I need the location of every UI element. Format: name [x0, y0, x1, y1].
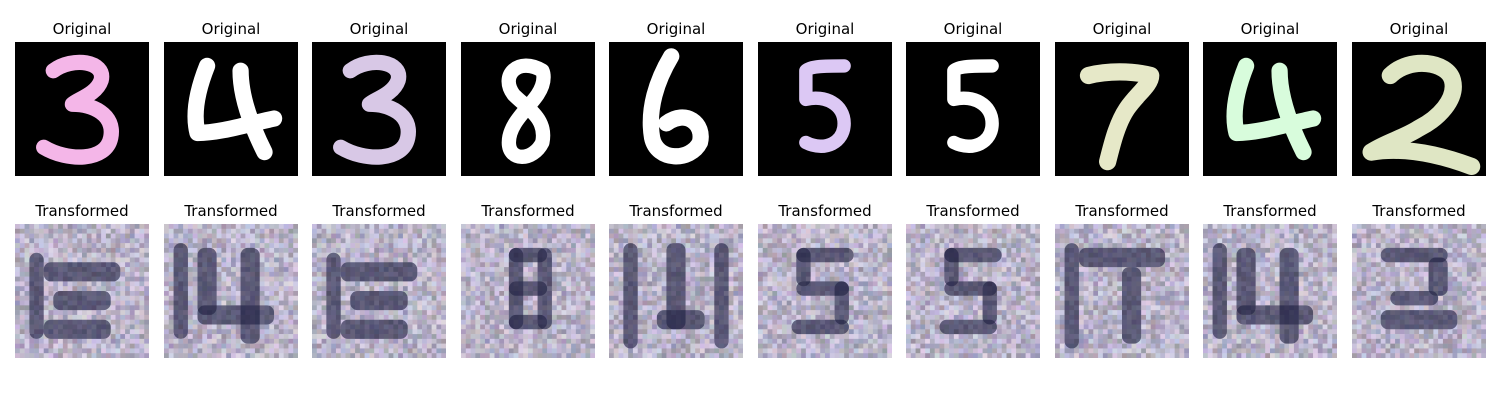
- original-image: [164, 42, 298, 176]
- original-panel-title: Original: [52, 20, 112, 38]
- transformed-image: [164, 224, 298, 358]
- original-digit-image: [906, 42, 1040, 176]
- transformed-digit-image: [15, 224, 149, 358]
- original-digit-image: [461, 42, 595, 176]
- original-panel-title: Original: [646, 20, 706, 38]
- transformed-panel-title: Transformed: [481, 202, 575, 220]
- digit-stroke: [947, 59, 999, 153]
- digit-stroke: [1362, 54, 1481, 176]
- original-panel-title: Original: [349, 20, 409, 38]
- transformed-digit-image: [1352, 224, 1486, 358]
- transformed-digit-image: [461, 224, 595, 358]
- transformed-panel-title: Transformed: [1075, 202, 1169, 220]
- transformed-image: [1352, 224, 1486, 358]
- digit-stroke: [799, 59, 851, 153]
- transformed-digit-image: [1203, 224, 1337, 358]
- transformed-panel-title: Transformed: [1223, 202, 1317, 220]
- transformed-image: [312, 224, 446, 358]
- original-digit-image: [758, 42, 892, 176]
- transformed-ghost-digit: [29, 252, 121, 339]
- transformed-digit-image: [1055, 224, 1189, 358]
- original-digit-image: [312, 42, 446, 176]
- transformed-digit-image: [164, 224, 298, 358]
- transformed-ghost-digit: [791, 247, 854, 335]
- transformed-panel-title: Transformed: [1372, 202, 1466, 220]
- transformed-ghost-digit: [326, 252, 418, 339]
- transformed-image: [1203, 224, 1337, 358]
- original-panel-title: Original: [795, 20, 855, 38]
- transformed-ghost-digit: [1380, 247, 1458, 330]
- digit-stroke: [642, 48, 709, 165]
- original-panel-title: Original: [498, 20, 558, 38]
- original-image: [1055, 42, 1189, 176]
- original-digit-image: [1352, 42, 1486, 176]
- transformed-digit-image: [609, 224, 743, 358]
- transformed-panel-title: Transformed: [778, 202, 872, 220]
- original-panel-title: Original: [943, 20, 1003, 38]
- original-image: [609, 42, 743, 176]
- original-panel-title: Original: [1389, 20, 1449, 38]
- transformed-digit-image: [906, 224, 1040, 358]
- transformed-ghost-digit: [508, 247, 552, 330]
- original-image: [312, 42, 446, 176]
- transformed-ghost-digit: [623, 243, 729, 349]
- transformed-ghost-digit: [1064, 243, 1166, 349]
- transformed-panel-title: Transformed: [629, 202, 723, 220]
- transformed-panel-title: Transformed: [184, 202, 278, 220]
- digit-stroke: [1226, 57, 1322, 161]
- original-digit-image: [164, 42, 298, 176]
- original-digit-image: [609, 42, 743, 176]
- transformed-digit-image: [312, 224, 446, 358]
- original-digit-image: [1055, 42, 1189, 176]
- transformed-image: [15, 224, 149, 358]
- digit-stroke: [333, 54, 416, 165]
- transformed-image: [906, 224, 1040, 358]
- transformed-image: [609, 224, 743, 358]
- transformed-panel-title: Transformed: [35, 202, 129, 220]
- original-image: [758, 42, 892, 176]
- original-image: [906, 42, 1040, 176]
- digit-stroke: [187, 57, 283, 161]
- transformed-image: [758, 224, 892, 358]
- transformed-panel-title: Transformed: [332, 202, 426, 220]
- original-image: [1203, 42, 1337, 176]
- transformed-panel-title: Transformed: [926, 202, 1020, 220]
- transformed-image: [461, 224, 595, 358]
- original-digit-image: [1203, 42, 1337, 176]
- original-panel-title: Original: [1240, 20, 1300, 38]
- digit-stroke: [36, 54, 119, 165]
- transformed-ghost-digit: [173, 243, 275, 344]
- transformed-ghost-digit: [1212, 243, 1314, 344]
- original-panel-title: Original: [201, 20, 261, 38]
- transformed-ghost-digit: [939, 247, 1002, 335]
- digit-stroke: [501, 58, 551, 164]
- original-panel-title: Original: [1092, 20, 1152, 38]
- original-image: [15, 42, 149, 176]
- digit-stroke: [1079, 63, 1160, 171]
- original-image: [461, 42, 595, 176]
- transformed-digit-image: [758, 224, 892, 358]
- transformed-image: [1055, 224, 1189, 358]
- original-digit-image: [15, 42, 149, 176]
- original-image: [1352, 42, 1486, 176]
